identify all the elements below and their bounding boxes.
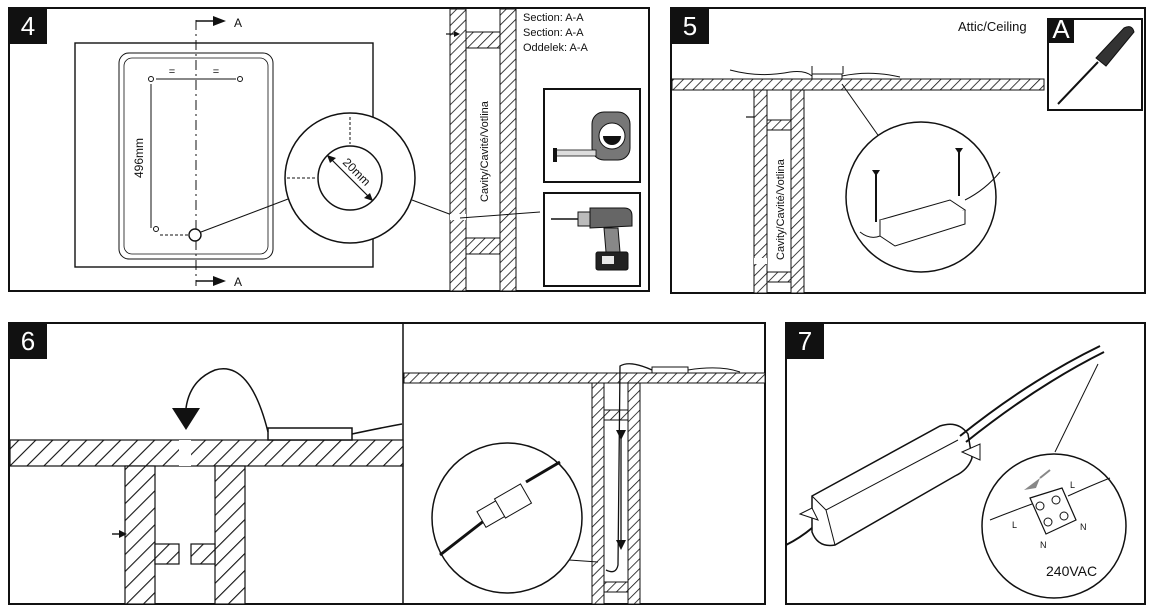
screw-hole-left: [148, 76, 154, 82]
driver-large: [172, 368, 403, 441]
dim-height-label: 496mm: [132, 138, 146, 178]
inset-letter: A: [1052, 14, 1070, 44]
step-badge-7: [786, 323, 824, 359]
zoom-bubble-6: [431, 442, 583, 594]
power-drill-icon: [551, 207, 633, 271]
screw-hole-right: [237, 76, 243, 82]
driver-unit: [785, 345, 1105, 547]
panel-step-4: 4 A A = = 496mm: [8, 7, 650, 292]
voltage-label: 240VAC: [1046, 563, 1097, 579]
zoom-leader-7: [1054, 363, 1099, 453]
step-badge-6: [9, 323, 47, 359]
cable-route-6: [605, 363, 741, 573]
drill-box: [543, 192, 641, 287]
dim-equal-right: =: [213, 66, 219, 78]
section-text-1: Section: A-A: [523, 12, 584, 24]
dim-equal-left: =: [169, 66, 175, 78]
terminal-label-l-left: L: [1012, 520, 1017, 530]
zoom-bubble-5: [845, 121, 997, 273]
driver-on-ceiling: [729, 66, 901, 80]
ceiling-slab: [671, 78, 1045, 91]
zoom-leader-5: [841, 83, 881, 139]
inset-badge: [1048, 19, 1074, 43]
screwdriver-icon: [1057, 26, 1135, 105]
section-label-top: A: [234, 16, 242, 30]
step-number-6: 6: [21, 326, 35, 356]
panel-step-5: 5 Attic/Ceiling Cavity/Cavité/Votlina: [670, 7, 1146, 294]
down-arrow-icon: [172, 408, 200, 430]
section-text-3: Oddelek: A-A: [523, 42, 588, 54]
section-text-2: Section: A-A: [523, 27, 584, 39]
section-label-bottom: A: [234, 275, 242, 289]
wall-section-large: [112, 465, 246, 605]
wall-section: [446, 8, 541, 292]
panel-step-7: 7 L L N N 240VAC: [785, 322, 1146, 605]
attic-label: Attic/Ceiling: [958, 19, 1027, 34]
wall-section-5: [746, 89, 805, 294]
terminal-block-icon: [989, 469, 1111, 535]
cavity-label-4: Cavity/Cavité/Votlina: [479, 100, 491, 202]
hole-diameter-arrow: [327, 155, 373, 201]
terminal-label-n-right: N: [1080, 522, 1087, 532]
step-badge-5: [671, 8, 709, 44]
wall-section-6: [591, 382, 641, 605]
ceiling-hole: [179, 440, 191, 466]
cavity-label-5: Cavity/Cavité/Votlina: [775, 158, 787, 260]
driver-screw-detail: [859, 148, 1001, 247]
screw-hole-bottom: [153, 226, 159, 232]
step-number-7: 7: [798, 326, 812, 356]
panel-step-6: 6: [8, 322, 766, 605]
section-arrow-bottom: [196, 276, 226, 286]
zoom-leader: [200, 195, 297, 233]
section-arrow-top: [196, 16, 226, 26]
ceiling-slab-6: [403, 372, 766, 384]
cable-hole: [188, 228, 202, 242]
step-number-5: 5: [683, 11, 697, 41]
tape-measure-icon: [553, 111, 631, 162]
connector-plug-icon: [439, 460, 561, 557]
step-number-4: 4: [21, 11, 35, 41]
step-badge-4: [9, 8, 47, 44]
ceiling-section-large: [9, 439, 404, 467]
terminal-label-n-bottom: N: [1040, 540, 1047, 550]
terminal-label-l-top: L: [1070, 480, 1075, 490]
